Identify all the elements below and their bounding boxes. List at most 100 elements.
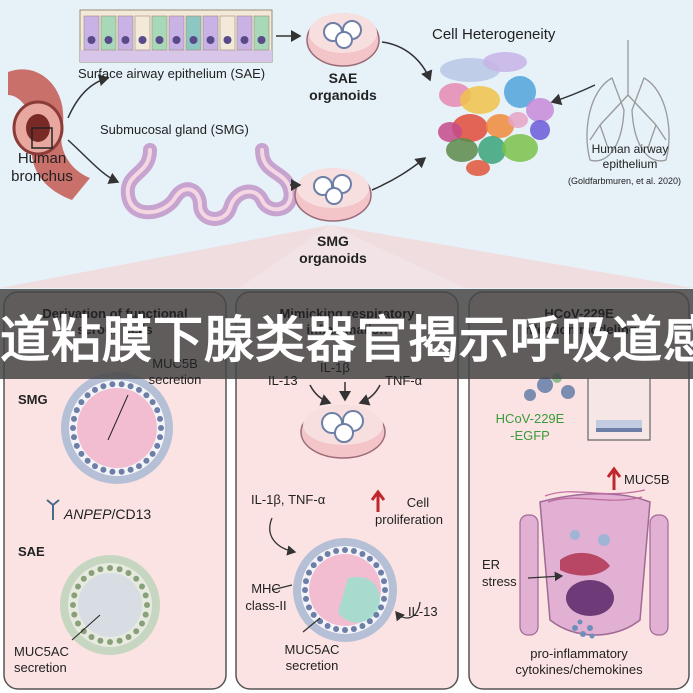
sae-cell xyxy=(117,15,134,51)
organoid-cell-nucleus xyxy=(80,575,87,582)
middle-top-arrows xyxy=(309,382,381,406)
organoid-cell-nucleus xyxy=(381,578,387,585)
sae-cell xyxy=(253,15,270,51)
organoid-cell-nucleus xyxy=(306,569,312,576)
umap-cluster xyxy=(530,120,550,140)
sae-cell-nucleus xyxy=(223,36,232,44)
cytokine-dots xyxy=(572,619,595,639)
organoid-cell-nucleus xyxy=(84,457,91,464)
organoid-cell-nucleus xyxy=(136,463,142,470)
il1b-tnfa-label: IL-1β, TNF-α xyxy=(251,492,326,507)
anpep-receptor-icon xyxy=(46,499,60,520)
human-airway-lungs-icon xyxy=(586,40,670,162)
inflamed-organoid-cell-ring xyxy=(302,547,388,633)
organoid-cell-nucleus xyxy=(317,555,324,562)
organoid-cell-nucleus xyxy=(127,383,134,390)
il13-bottom-label: IL-13 xyxy=(408,604,438,619)
sae-cell xyxy=(185,15,202,51)
fan-mid xyxy=(240,225,465,288)
organoid-cell-nucleus xyxy=(333,626,340,632)
hcov-egfp-label: HCoV-229E-EGFP xyxy=(495,411,565,443)
organoid-cell-nucleus xyxy=(88,570,95,576)
smg-gland-inner xyxy=(125,148,293,221)
organoid-cell-nucleus xyxy=(133,628,140,635)
cell-heterogeneity-label: Cell Heterogeneity xyxy=(432,26,556,43)
sae-cell-nucleus xyxy=(104,36,113,44)
sae-organoid-dish xyxy=(306,13,380,67)
organoid-cell-nucleus xyxy=(144,602,150,608)
organoid-cell-nucleus xyxy=(92,386,98,393)
umap-cluster xyxy=(483,52,527,72)
organoid-cell-nucleus xyxy=(350,626,357,632)
middle-arrows xyxy=(269,517,421,633)
organoid-cell-nucleus xyxy=(142,611,149,618)
middle-organoid-dish xyxy=(300,405,386,459)
citation-label: (Goldfarbmuren, et al. 2020) xyxy=(568,176,682,186)
cell-heterogeneity-umap xyxy=(438,52,554,176)
bronchus-illustration xyxy=(8,69,90,200)
transwell-insert-icon xyxy=(587,378,651,441)
organoid-cell-nucleus xyxy=(125,634,132,640)
top-arrows xyxy=(67,30,596,191)
organoid-cell-nucleus xyxy=(310,562,317,569)
sae-cell xyxy=(168,15,185,51)
il13-top-label: IL-13 xyxy=(268,373,298,388)
organoid-cell-nucleus xyxy=(143,392,150,399)
organoid-cell-nucleus xyxy=(116,637,123,644)
organoid-cell-nucleus xyxy=(139,620,145,627)
sae-cell-nucleus xyxy=(155,36,164,44)
organoid-cell-nucleus xyxy=(75,620,81,627)
organoid-cell-nucleus xyxy=(350,548,357,554)
smg-organoid-cell-ring xyxy=(70,381,164,475)
organoid-cell-nucleus xyxy=(306,604,312,611)
organoid-cell-nucleus xyxy=(378,569,384,576)
umap-cluster xyxy=(460,86,500,114)
sae-organoid-cell-ring xyxy=(70,565,150,645)
cell-proliferation-up-arrow xyxy=(370,489,386,512)
organoid-cell-nucleus xyxy=(133,575,140,582)
anpep-cd13-label: ANPEP/CD13 xyxy=(64,506,151,522)
organoid-cell-nucleus xyxy=(149,399,156,406)
sae-cells xyxy=(83,15,270,51)
sae-cell xyxy=(100,15,117,51)
sae-cell-nucleus xyxy=(172,36,181,44)
umap-cluster xyxy=(526,98,554,122)
organoid-cell-nucleus xyxy=(71,592,78,599)
mucus-strands xyxy=(544,489,646,503)
organoid-cell-nucleus xyxy=(157,415,163,422)
organoid-cell-nucleus xyxy=(154,442,161,449)
organoid-cell-nucleus xyxy=(97,637,104,644)
muc5b-right-label: MUC5B xyxy=(624,472,670,487)
organoid-cell-nucleus xyxy=(73,407,80,414)
inflamed-organoid-cross-section xyxy=(293,538,397,642)
organoid-cell-nucleus xyxy=(109,381,116,388)
fan-left xyxy=(0,225,330,288)
sae-label: Surface airway epithelium (SAE) xyxy=(78,66,266,81)
organoid-cell-nucleus xyxy=(359,623,366,629)
organoid-cell-nucleus xyxy=(324,623,331,629)
organoid-cell-nucleus xyxy=(80,628,87,635)
organoid-cell-nucleus xyxy=(158,425,164,431)
organoid-cell-nucleus xyxy=(149,450,156,457)
anpep-gene-text: ANPEP xyxy=(64,506,112,522)
er-stress-pointer xyxy=(527,571,564,582)
organoid-cell-nucleus xyxy=(127,466,134,473)
organoid-cell-nucleus xyxy=(302,587,308,593)
umap-cluster xyxy=(502,134,538,162)
umap-cluster xyxy=(504,76,536,108)
sae-cell xyxy=(202,15,219,51)
organoid-cell-nucleus xyxy=(373,611,380,618)
sae-cell xyxy=(151,15,168,51)
umap-cluster xyxy=(446,138,478,162)
organoid-cell-nucleus xyxy=(366,618,373,625)
organoid-cell-nucleus xyxy=(136,386,142,393)
banner-caption: 道粘膜下腺类器官揭示呼吸道感 xyxy=(0,311,693,369)
